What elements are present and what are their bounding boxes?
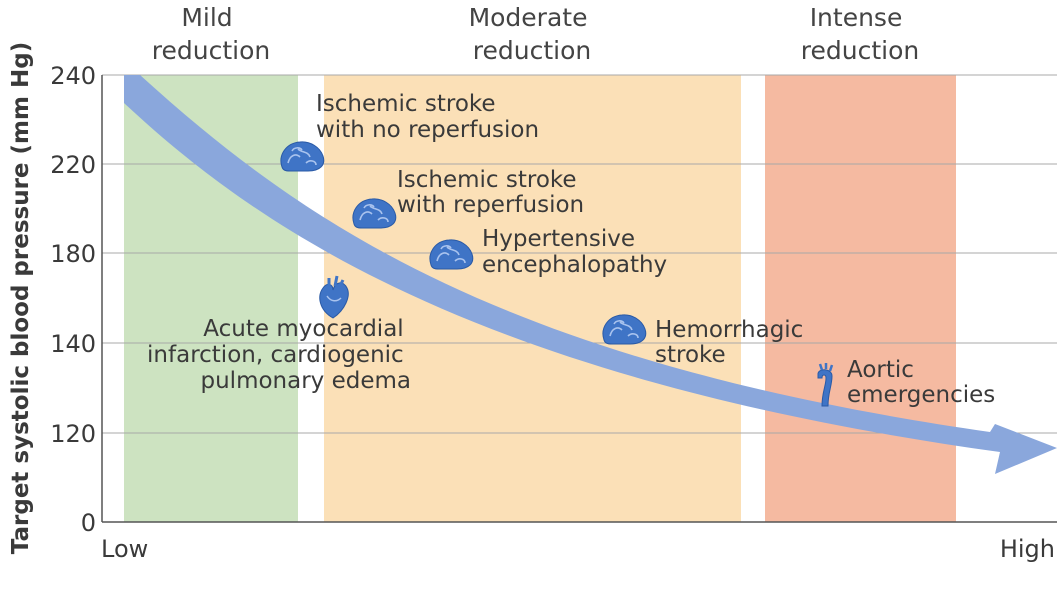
y-tick-label: 0 xyxy=(81,509,96,537)
condition-label-ischemic-reperfusion: Ischemic stroke with reperfusion xyxy=(397,167,584,218)
x-tick-label-low: Low xyxy=(101,535,148,563)
y-tick-label: 120 xyxy=(50,420,96,448)
x-tick-label-high: High xyxy=(1000,535,1055,563)
heart-icon xyxy=(319,275,349,319)
condition-label-hemorrhagic-stroke: Hemorrhagic stroke xyxy=(655,317,811,368)
condition-label-ischemic-no-reperfusion: Ischemic stroke with no reperfusion xyxy=(316,91,539,143)
zone-moderate-title: Moderate reduction xyxy=(469,3,596,65)
condition-label-hypertensive-encephalopathy: Hypertensive encephalopathy xyxy=(482,226,667,278)
y-tick-label: 180 xyxy=(50,240,96,268)
y-tick-label: 240 xyxy=(50,62,96,90)
aorta-icon xyxy=(817,363,834,407)
zone-moderate-band xyxy=(324,75,741,522)
brain-icon xyxy=(280,141,325,172)
zone-intense-title: Intense reduction xyxy=(801,3,919,65)
zone-intense-band xyxy=(765,75,956,522)
zone-mild-title: Mild reduction xyxy=(152,3,270,65)
trend-arrow xyxy=(124,75,1057,474)
condition-label-aortic-emergencies: Aortic emergencies xyxy=(847,357,995,408)
y-tick-label: 220 xyxy=(50,151,96,179)
y-axis-title: Target systolic blood pressure (mm Hg) xyxy=(8,42,34,554)
condition-label-myocardial-infarction: Acute myocardial infarction, cardiogenic… xyxy=(147,316,411,394)
y-tick-label: 140 xyxy=(50,330,96,358)
